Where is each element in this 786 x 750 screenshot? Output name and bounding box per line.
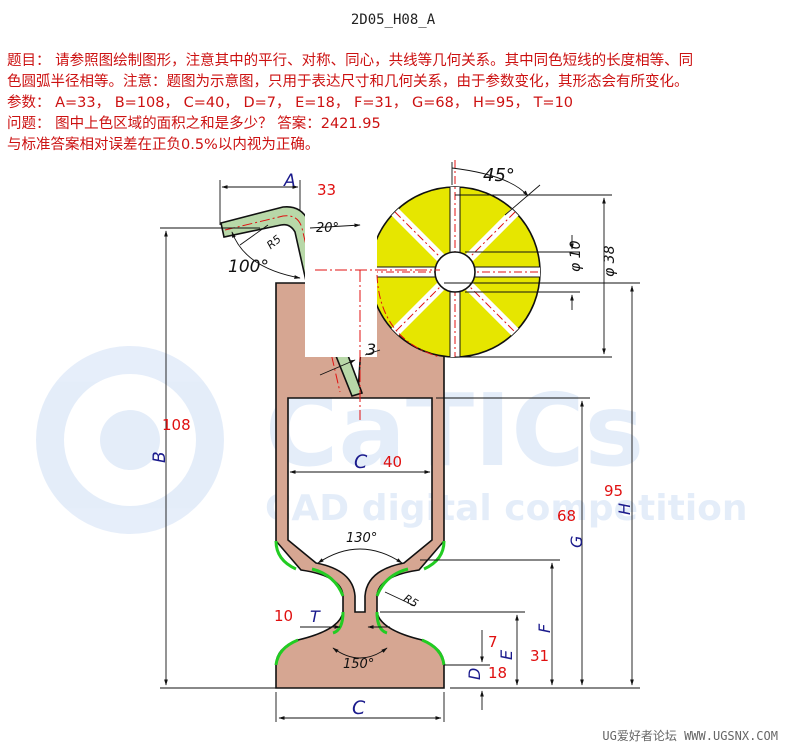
dim-label-D: D	[465, 668, 484, 680]
value-H: 95	[604, 482, 623, 500]
value-A: 33	[317, 181, 336, 199]
angle-label-100: 100°	[228, 257, 269, 277]
dim-label-F: F	[535, 623, 554, 633]
dim-label-A: A	[283, 171, 296, 191]
dim-label-C-bottom: C	[352, 697, 366, 719]
question-text-line-2: 色圆弧半径相等。注意：题图为示意图，只用于表达尺寸和几何关系，由于参数变化，其形…	[7, 74, 689, 90]
angle-label-130: 130°	[346, 531, 377, 546]
straw-center-line	[224, 215, 341, 393]
drawing-title: 2D05_H08_A	[350, 12, 436, 28]
watermark-ring-icon	[36, 346, 224, 534]
angle-label-150: 150°	[343, 657, 374, 672]
value-F: 31	[530, 647, 549, 665]
thickness-label-3: 3	[366, 340, 376, 359]
dim-label-T: T	[310, 607, 321, 626]
dim-label-E: E	[497, 649, 516, 660]
diameter-label-10: φ 10	[568, 240, 584, 272]
value-G: 68	[557, 507, 576, 525]
angle-label-45: 45°	[483, 165, 515, 186]
dim-label-G: G	[567, 536, 586, 548]
green-fillet-arcs	[274, 540, 446, 666]
diameter-label-38: φ 38	[602, 245, 618, 277]
radius-label-top: R5	[264, 233, 284, 252]
question-answer-line: 问题： 图中上色区域的面积之和是多少？ 答案：2421.95	[7, 116, 381, 132]
dim-label-C-top: C	[354, 451, 368, 473]
angle-label-20: 20°	[316, 221, 339, 236]
center-lines	[315, 269, 440, 420]
radius-label-mid: R5	[401, 592, 420, 611]
value-B: 108	[162, 416, 191, 434]
value-C: 40	[383, 453, 402, 471]
wheel-shaded-region	[305, 160, 541, 358]
dim-label-B: B	[150, 451, 170, 463]
parameters-line: 参数： A=33， B=108， C=40， D=7， E=18， F=31， …	[7, 95, 574, 111]
watermark-sub-text: CAD digital competition	[265, 488, 748, 529]
tolerance-line: 与标准答案相对误差在正负0.5%以内视为正确。	[7, 137, 320, 153]
value-D: 7	[488, 633, 498, 651]
watermark-gear-icon	[100, 410, 160, 470]
dimension-lines	[160, 162, 640, 722]
value-E: 18	[488, 664, 507, 682]
question-text-line-1: 题目： 请参照图绘制图形，注意其中的平行、对称、同心，共线等几何关系。其中同色短…	[7, 53, 694, 69]
value-T: 10	[274, 607, 293, 625]
dim-label-H: H	[615, 503, 634, 515]
forum-footer: UG爱好者论坛 WWW.UGSNX.COM	[602, 729, 778, 743]
